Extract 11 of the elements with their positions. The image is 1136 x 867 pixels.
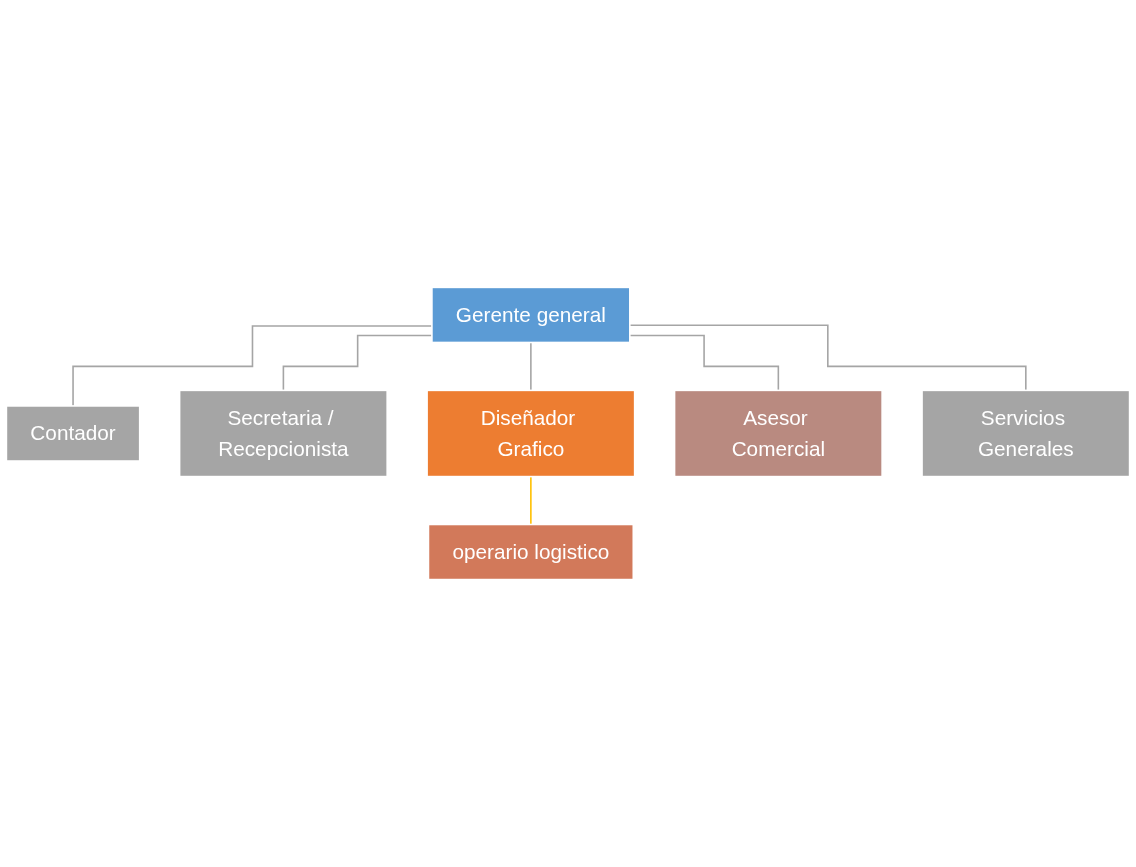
connector — [629, 334, 780, 392]
node-box: Contador — [5, 405, 141, 462]
node-box: operario logistico — [427, 523, 635, 581]
node-box: Asesor Comercial — [673, 389, 883, 478]
connector — [530, 341, 532, 392]
node-box: Secretaria / Recepcionista — [178, 389, 388, 478]
connector — [530, 475, 532, 526]
node-box: Servicios Generales — [921, 389, 1131, 478]
node-box: Gerente general — [431, 286, 631, 344]
node-box: Diseñador Grafico — [426, 389, 636, 478]
connector — [629, 324, 1027, 392]
